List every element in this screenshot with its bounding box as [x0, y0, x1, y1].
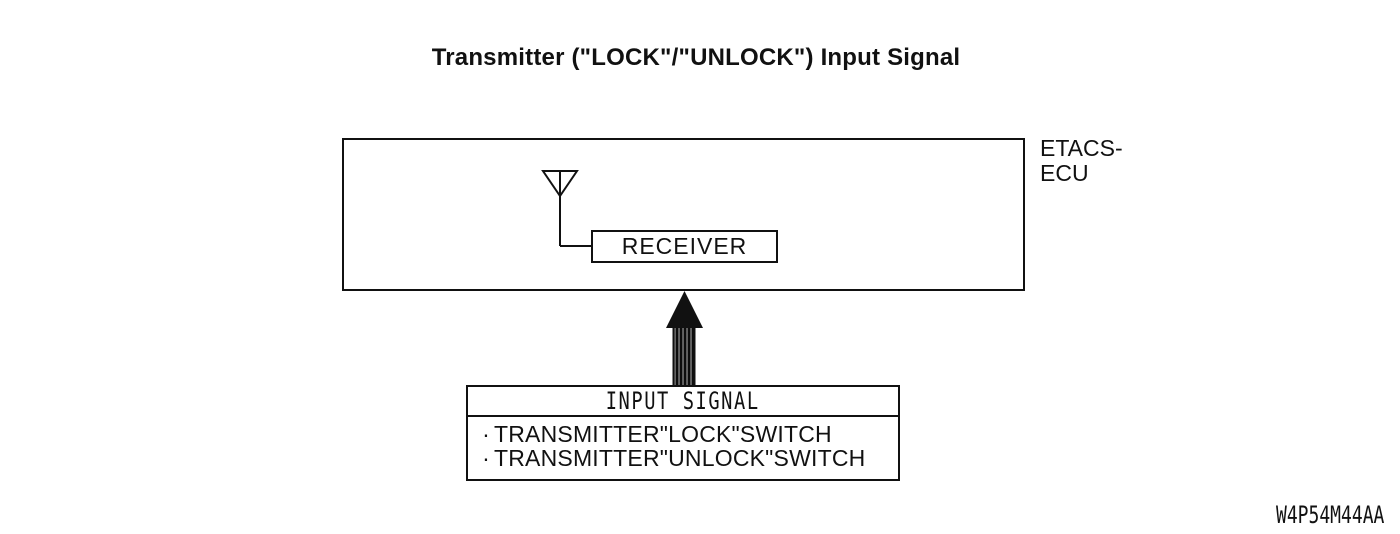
receiver-label: RECEIVER	[621, 233, 748, 259]
up-arrow-icon	[666, 291, 703, 386]
antenna-icon	[541, 170, 592, 247]
bullet-dot: ·	[482, 445, 490, 471]
input-signal-box: INPUT SIGNAL ·TRANSMITTER"LOCK"SWITCH ·T…	[466, 385, 900, 481]
input-item-label: TRANSMITTER"UNLOCK"SWITCH	[494, 445, 866, 471]
bullet-dot: ·	[482, 421, 490, 447]
input-signal-list: ·TRANSMITTER"LOCK"SWITCH ·TRANSMITTER"UN…	[468, 417, 898, 470]
etacs-ecu-label: ETACS- ECU	[1040, 136, 1123, 186]
list-item: ·TRANSMITTER"LOCK"SWITCH	[478, 422, 898, 446]
input-signal-header: INPUT SIGNAL	[468, 387, 898, 417]
input-signal-header-label: INPUT SIGNAL	[606, 387, 760, 415]
list-item: ·TRANSMITTER"UNLOCK"SWITCH	[478, 446, 898, 470]
etacs-ecu-label-line2: ECU	[1040, 160, 1089, 186]
etacs-ecu-box	[342, 138, 1025, 291]
page-title: Transmitter ("LOCK"/"UNLOCK") Input Sign…	[431, 44, 961, 71]
input-item-label: TRANSMITTER"LOCK"SWITCH	[494, 421, 832, 447]
figure-code: W4P54M44AA	[1276, 501, 1385, 529]
etacs-ecu-label-line1: ETACS-	[1040, 135, 1123, 161]
receiver-box: RECEIVER	[591, 230, 778, 263]
